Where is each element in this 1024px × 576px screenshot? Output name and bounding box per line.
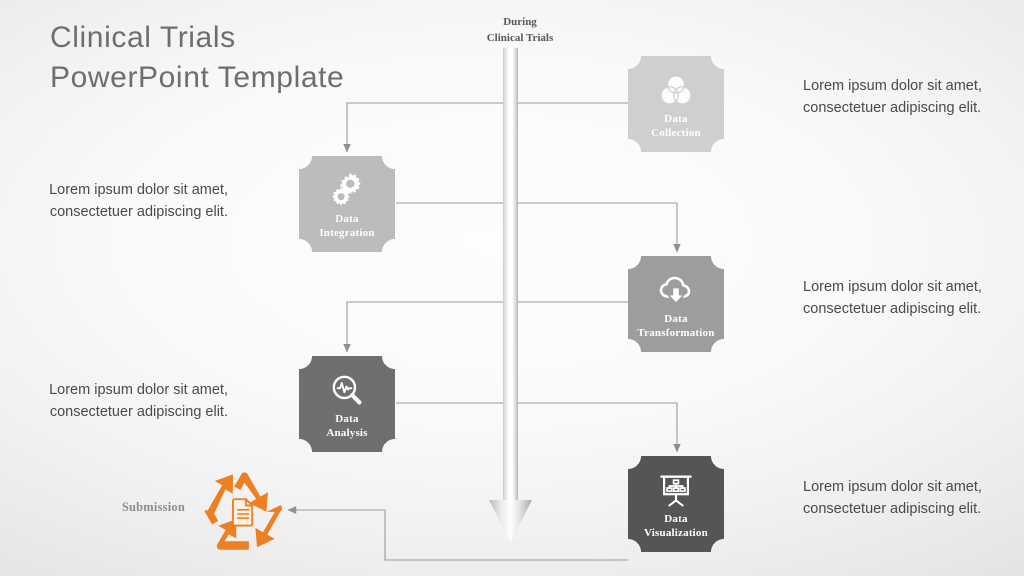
node-shape xyxy=(299,156,395,252)
node-data-transformation[interactable]: Data Transformation xyxy=(628,256,724,352)
page-title: Clinical Trials PowerPoint Template xyxy=(50,21,345,94)
description-data-analysis: Lorem ipsum dolor sit amet, consectetuer… xyxy=(49,382,228,421)
gears-icon xyxy=(327,170,367,210)
connector-analysis-to-visualization xyxy=(396,402,681,453)
node-shape xyxy=(628,456,724,552)
node-label: Data Visualization xyxy=(644,513,708,539)
description-data-integration: Lorem ipsum dolor sit amet, consectetuer… xyxy=(49,182,228,221)
node-label: Data Transformation xyxy=(637,313,715,339)
connector-integration-to-transformation xyxy=(396,202,681,253)
node-data-integration[interactable]: Data Integration xyxy=(299,156,395,252)
node-label: Data Collection xyxy=(651,113,701,139)
node-data-analysis[interactable]: Data Analysis xyxy=(299,356,395,452)
recycle-document-icon[interactable] xyxy=(196,466,292,558)
node-label: Data Integration xyxy=(319,213,375,239)
description-data-transformation: Lorem ipsum dolor sit amet, consectetuer… xyxy=(803,279,982,318)
node-shape xyxy=(628,56,724,152)
description-data-collection: Lorem ipsum dolor sit amet, consectetuer… xyxy=(803,78,982,117)
timeline-label: During Clinical Trials xyxy=(486,16,554,44)
presentation-chart-icon xyxy=(656,470,696,510)
connector-collection-to-integration xyxy=(343,102,628,153)
node-data-collection[interactable]: Data Collection xyxy=(628,56,724,152)
node-shape xyxy=(299,356,395,452)
description-data-visualization: Lorem ipsum dolor sit amet, consectetuer… xyxy=(803,479,982,518)
connector-transformation-to-analysis xyxy=(343,301,628,353)
cloud-download-icon xyxy=(656,270,696,310)
submission-label: Submission xyxy=(121,500,185,514)
magnifier-pulse-icon xyxy=(327,370,367,410)
connector-visualization-to-submission xyxy=(287,506,628,561)
venn-diagram-icon xyxy=(656,70,696,110)
node-data-visualization[interactable]: Data Visualization xyxy=(628,456,724,552)
node-label: Data Analysis xyxy=(326,413,368,439)
